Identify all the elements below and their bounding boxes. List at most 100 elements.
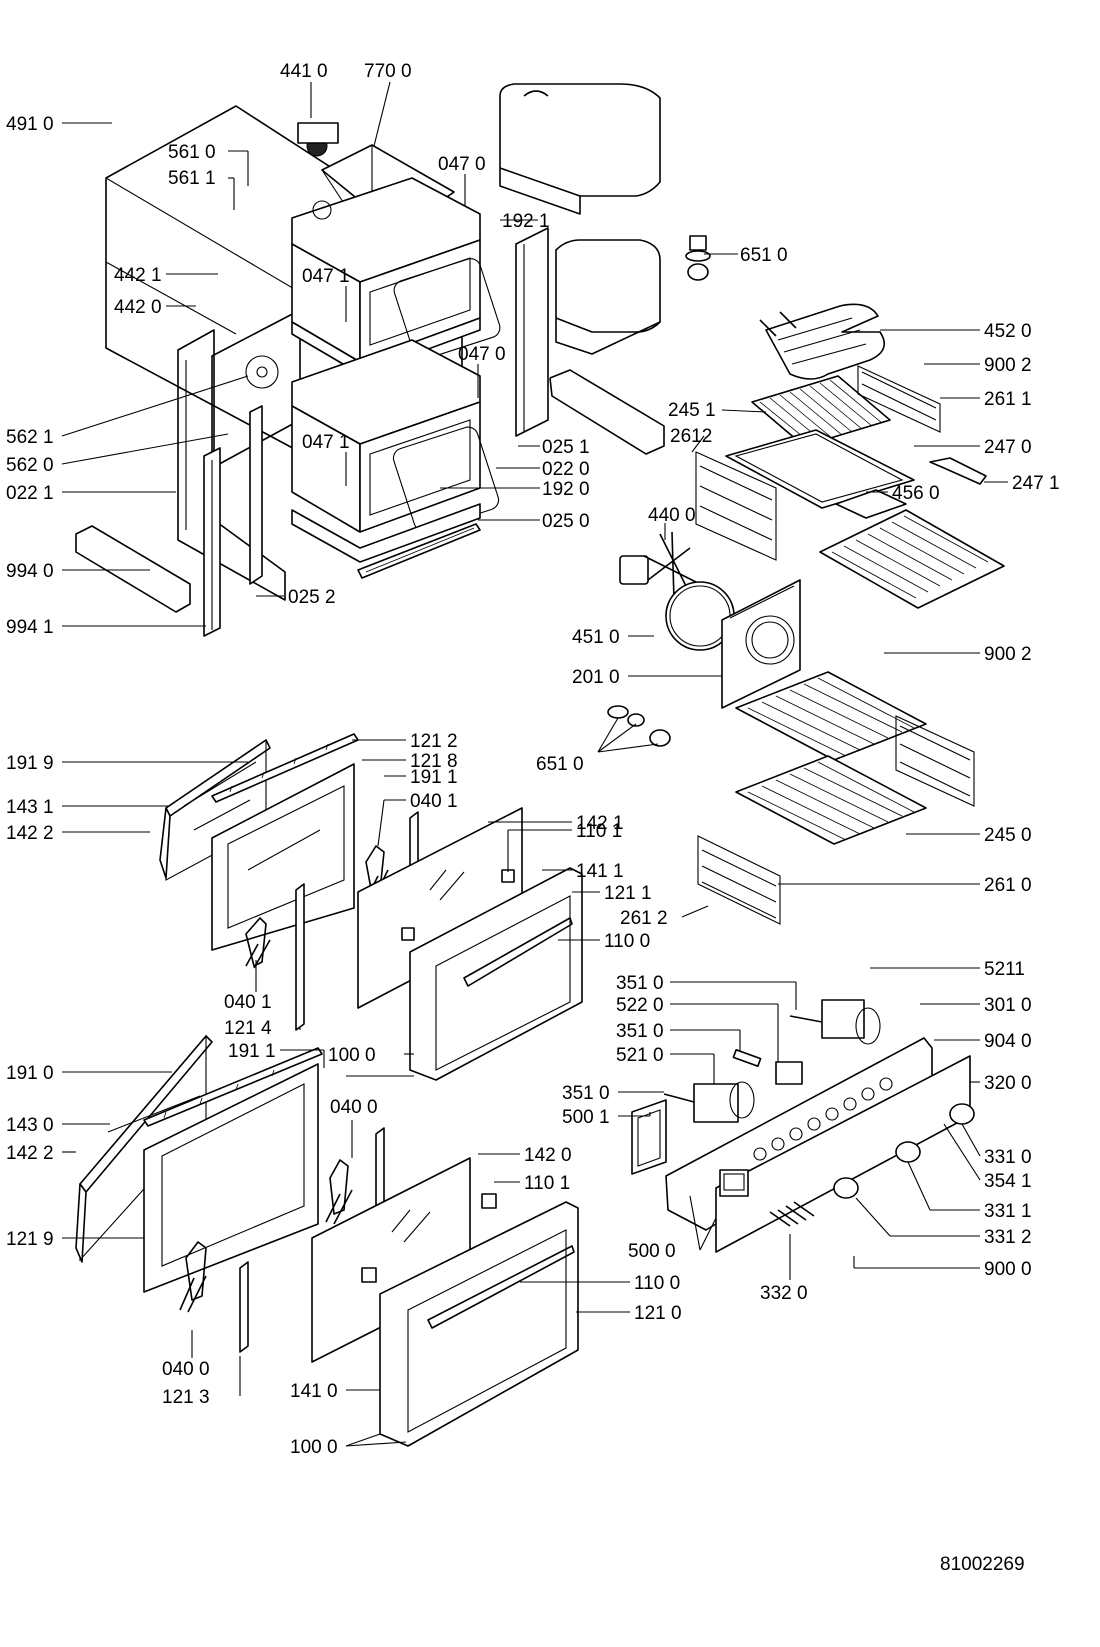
small-tray-plate — [835, 489, 907, 519]
label-522-0: 522 0 — [616, 995, 664, 1016]
control-switch-upper — [789, 999, 881, 1045]
lamp-knob-pair — [607, 705, 671, 747]
label-351-0-b: 351 0 — [616, 1021, 664, 1042]
label-191-1-lower: 191 1 — [228, 1041, 276, 1062]
lower-door-side-strip — [239, 1127, 385, 1353]
lower-door-glass-inner — [143, 1063, 319, 1293]
drawing-number: 81002269 — [940, 1554, 1025, 1575]
upper-right-trim-strip — [515, 227, 549, 437]
upper-door-inner-frame — [159, 738, 271, 881]
label-904-0: 904 0 — [984, 1031, 1032, 1052]
label-521-0: 521 0 — [616, 1045, 664, 1066]
label-100-0-lower: 100 0 — [290, 1437, 338, 1458]
upper-door-hinge-left — [245, 917, 271, 969]
label-900-0: 900 0 — [984, 1259, 1032, 1280]
label-110-1-lower: 110 1 — [524, 1173, 570, 1194]
label-047-1-upper: 047 1 — [302, 266, 350, 287]
label-261-0: 261 0 — [984, 875, 1032, 896]
label-500-1: 500 1 — [562, 1107, 610, 1128]
lower-door-middle-glass — [311, 1157, 497, 1363]
label-040-1-lower: 040 1 — [224, 992, 272, 1013]
grill-heating-element — [759, 303, 886, 380]
label-651-0-top: 651 0 — [740, 245, 788, 266]
lower-door-hinge-right — [325, 1159, 353, 1225]
label-331-0: 331 0 — [984, 1147, 1032, 1168]
upper-door-glass-inner — [211, 763, 355, 951]
label-561-0: 561 0 — [168, 142, 216, 163]
label-192-1: 192 1 — [502, 211, 550, 232]
front-support-bracket — [75, 525, 191, 613]
label-022-1: 022 1 — [6, 483, 54, 504]
label-143-0: 143 0 — [6, 1115, 54, 1136]
label-351-0-a: 351 0 — [616, 973, 664, 994]
label-025-2: 025 2 — [288, 587, 336, 608]
shelf-support-rail-right-lower — [895, 715, 975, 807]
label-994-1: 994 1 — [6, 617, 54, 638]
drip-tray — [725, 429, 915, 509]
label-142-0: 142 0 — [524, 1145, 572, 1166]
vertical-side-bracket — [203, 447, 221, 637]
label-121-3: 121 3 — [162, 1387, 210, 1408]
upper-door-middle-glass — [357, 807, 523, 1009]
label-500-0: 500 0 — [628, 1241, 676, 1262]
label-040-0-lower: 040 0 — [162, 1359, 210, 1380]
label-025-0: 025 0 — [542, 511, 590, 532]
label-143-1: 143 1 — [6, 797, 54, 818]
upper-door-outer-glass — [409, 867, 583, 1081]
convection-fan-assembly — [619, 531, 735, 651]
label-442-0: 442 0 — [114, 297, 162, 318]
label-331-1: 331 1 — [984, 1201, 1032, 1222]
label-301-0: 301 0 — [984, 995, 1032, 1016]
baking-rack-lower-a — [735, 671, 927, 761]
leader-lines — [61, 81, 1008, 1447]
label-040-0-upper: 040 0 — [330, 1097, 378, 1118]
label-261-1: 261 1 — [984, 389, 1032, 410]
label-452-0: 452 0 — [984, 321, 1032, 342]
label-191-9: 191 9 — [6, 753, 54, 774]
label-142-2-lower: 142 2 — [6, 1143, 54, 1164]
shelf-support-rail-left — [695, 451, 777, 561]
control-relay-block — [732, 1048, 803, 1085]
label-110-0-upper: 110 0 — [604, 931, 650, 952]
cooling-duct-assembly — [499, 83, 665, 455]
label-261-2: 261 2 — [620, 908, 668, 929]
label-2612: 2612 — [670, 426, 712, 447]
label-351-0-c: 351 0 — [562, 1083, 610, 1104]
wire-shelf-upper — [751, 375, 891, 447]
label-562-1: 562 1 — [6, 427, 54, 448]
label-022-0: 022 0 — [542, 459, 590, 480]
outer-casing-side-panel — [177, 329, 286, 601]
label-900-2-mid: 900 2 — [984, 644, 1032, 665]
label-354-1: 354 1 — [984, 1171, 1032, 1192]
label-110-1-upper: 110 1 — [576, 821, 622, 842]
shelf-support-rail-front — [697, 835, 781, 925]
label-442-1: 442 1 — [114, 265, 162, 286]
label-121-0: 121 0 — [634, 1303, 682, 1324]
thermostat-knob-component — [685, 235, 711, 281]
label-047-1-lower: 047 1 — [302, 432, 350, 453]
label-5211: 5211 — [984, 959, 1025, 980]
side-trim-strip-left — [249, 405, 263, 585]
label-040-1-upper: 040 1 — [410, 791, 458, 812]
label-331-2: 331 2 — [984, 1227, 1032, 1248]
label-245-1: 245 1 — [668, 400, 716, 421]
label-141-0: 141 0 — [290, 1381, 338, 1402]
label-561-1: 561 1 — [168, 168, 216, 189]
baking-tray-clip — [929, 457, 987, 485]
label-332-0: 332 0 — [760, 1283, 808, 1304]
label-900-2-top: 900 2 — [984, 355, 1032, 376]
control-knob-1 — [949, 1103, 975, 1125]
baking-rack-lower-b — [735, 755, 927, 845]
label-440-0: 440 0 — [648, 505, 696, 526]
label-100-0-upper: 100 0 — [328, 1045, 376, 1066]
label-770-0: 770 0 — [364, 61, 412, 82]
shelf-support-rail-right-upper — [857, 365, 941, 433]
label-121-8: 121 8 — [410, 751, 458, 772]
label-192-0: 192 0 — [542, 479, 590, 500]
label-191-1-upper: 191 1 — [410, 767, 458, 788]
wire-rack-middle — [819, 509, 1005, 609]
label-121-9: 121 9 — [6, 1229, 54, 1250]
label-121-1: 121 1 — [604, 883, 652, 904]
label-047-0-top: 047 0 — [438, 154, 486, 175]
